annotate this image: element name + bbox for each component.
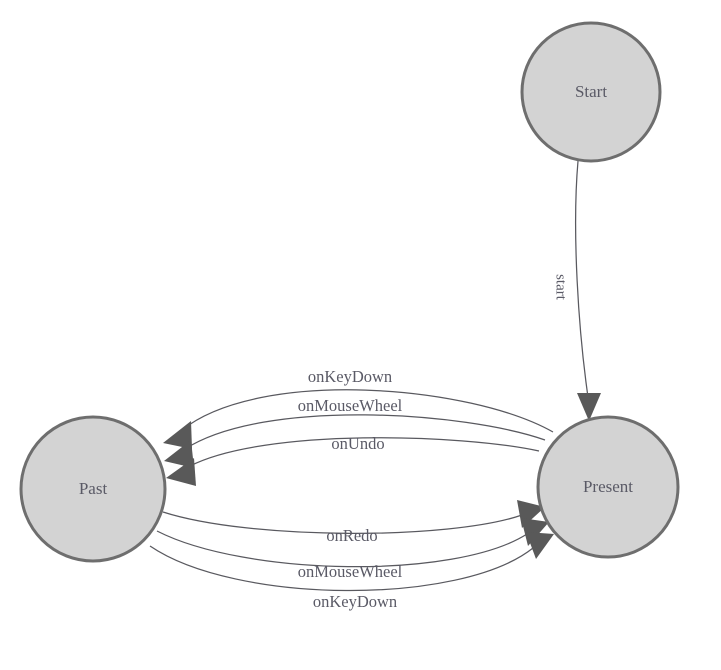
node-present-label: Present (583, 477, 633, 496)
edge-path-undo-3 (189, 437, 540, 467)
edge-past-to-present-onmousewheel[interactable]: onMouseWheel (156, 518, 549, 581)
node-present-circle (536, 415, 680, 559)
edge-label-onredo: onRedo (326, 526, 377, 545)
edge-start-to-present[interactable]: start (553, 160, 601, 421)
edge-label-start: start (553, 274, 569, 301)
edge-present-to-past-onmousewheel[interactable]: onMouseWheel (164, 396, 546, 468)
edge-past-to-present-onredo[interactable]: onRedo (162, 500, 545, 545)
edge-path-undo-1 (181, 389, 554, 433)
arrowhead-into-present-start (577, 393, 601, 421)
edge-label-onkeydown-top: onKeyDown (308, 367, 392, 386)
edge-path-redo-3 (149, 545, 534, 592)
edge-present-to-past-onundo[interactable]: onUndo (166, 434, 540, 486)
edge-path-redo-1 (162, 511, 523, 534)
edge-path-undo-2 (184, 414, 546, 450)
arrowhead-into-past-2 (164, 440, 194, 468)
edge-label-onundo: onUndo (331, 434, 384, 453)
node-past-label: Past (79, 479, 108, 498)
arrowhead-into-past-3 (166, 458, 196, 486)
node-present[interactable]: Present (536, 415, 680, 559)
edge-label-onmousewheel-top: onMouseWheel (298, 396, 403, 415)
arrowhead-into-past-1 (163, 421, 192, 449)
node-start-label: Start (575, 82, 607, 101)
node-start-circle (520, 21, 662, 163)
arrowhead-into-present-2 (521, 518, 549, 546)
arrowhead-into-present-3 (526, 532, 554, 559)
edge-path-redo-2 (156, 530, 528, 568)
edge-path-start (575, 160, 590, 405)
node-past[interactable]: Past (19, 415, 167, 563)
edge-label-onmousewheel-bottom: onMouseWheel (298, 562, 403, 581)
node-start[interactable]: Start (520, 21, 662, 163)
edge-past-to-present-onkeydown[interactable]: onKeyDown (149, 532, 554, 611)
edge-label-onkeydown-bottom: onKeyDown (313, 592, 397, 611)
node-past-circle (19, 415, 167, 563)
edge-present-to-past-onkeydown[interactable]: onKeyDown (163, 367, 554, 449)
